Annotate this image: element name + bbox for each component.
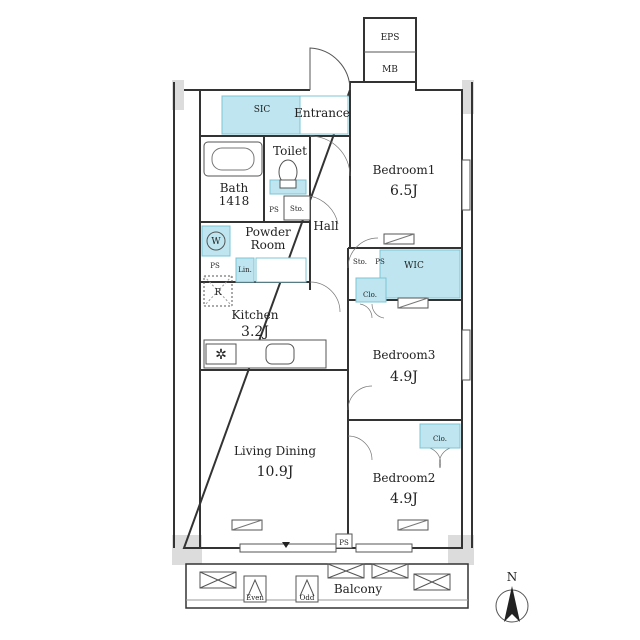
room-labels: SIC Entrance Toilet Bath 1418 PS Sto. Ha…: [210, 105, 447, 602]
living-dining-size-label: 10.9J: [257, 464, 294, 480]
kitchen-size-label: 3.2J: [241, 324, 269, 340]
toilet-label: Toilet: [273, 144, 307, 158]
washer-icon: [206, 231, 226, 251]
even-label: Even: [246, 594, 264, 602]
ps-balcony-label: PS: [339, 539, 349, 547]
ps-hall-label: PS: [375, 258, 385, 266]
fridge-label: R: [215, 288, 222, 298]
toilet-fixture: [278, 159, 298, 189]
stove-icon: ✲: [215, 347, 227, 363]
washer-label: W: [211, 237, 221, 247]
entrance-door: [309, 47, 351, 91]
bedroom3-label: Bedroom3: [373, 348, 436, 362]
powder-room-label-2: Room: [251, 238, 286, 252]
odd-label: Odd: [300, 594, 315, 602]
clo-bedroom3-label: Clo.: [363, 291, 377, 299]
outer-walls: [173, 81, 473, 549]
living-dining-label: Living Dining: [234, 444, 316, 458]
utility-shaft: EPS MB: [363, 17, 417, 83]
mb-label: MB: [382, 65, 398, 75]
vent-markers: [231, 233, 429, 531]
ps-powder-label: PS: [210, 262, 220, 270]
linen-label: Lin.: [238, 266, 252, 274]
powder-room-label-1: Powder: [245, 225, 291, 239]
bathtub: [203, 141, 263, 177]
hall-label: Hall: [313, 219, 338, 233]
bedroom1-label: Bedroom1: [373, 163, 436, 177]
fridge-space: [203, 275, 233, 307]
ps-bath-label: PS: [269, 206, 279, 214]
bath-size-label: 1418: [219, 194, 250, 208]
compass-north-label: N: [507, 570, 518, 584]
bedroom2-size-label: 4.9J: [390, 491, 418, 507]
storage-fills: [201, 95, 461, 449]
kitchen-label: Kitchen: [232, 308, 279, 322]
wic-label: WIC: [404, 261, 424, 271]
sto-bath-label: Sto.: [290, 205, 304, 213]
balcony: [185, 533, 469, 609]
eps-label: EPS: [381, 33, 400, 43]
bedroom2-label: Bedroom2: [373, 471, 436, 485]
kitchen-counter: ✲: [203, 339, 327, 369]
bedroom3-size-label: 4.9J: [390, 369, 418, 385]
north-compass: N: [495, 570, 529, 623]
sic-label: SIC: [254, 105, 271, 115]
sto-hall-label: Sto.: [353, 258, 367, 266]
clo-bedroom2-label: Clo.: [433, 435, 447, 443]
entrance-label: Entrance: [294, 106, 350, 120]
bedroom1-size-label: 6.5J: [390, 183, 418, 199]
balcony-label: Balcony: [334, 582, 382, 596]
bath-label: Bath: [220, 181, 249, 195]
